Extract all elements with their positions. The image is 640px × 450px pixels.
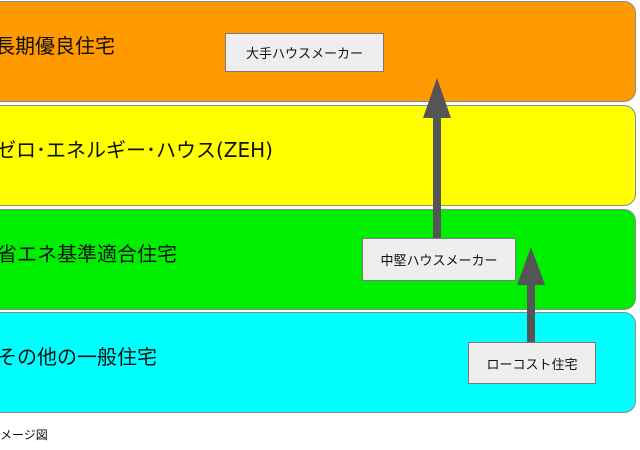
caption: メージ図 xyxy=(0,428,48,442)
arrow-head-mid xyxy=(517,247,545,285)
arrow-shaft-mid xyxy=(527,283,535,343)
box-major-house-maker: 大手ハウスメーカー xyxy=(225,33,384,72)
arrow-shaft-major xyxy=(433,118,441,244)
band-zeh: ゼロ･エネルギー･ハウス(ZEH) xyxy=(0,105,636,206)
band-label: 省エネ基準適合住宅 xyxy=(0,242,177,266)
band-label: ゼロ･エネルギー･ハウス(ZEH) xyxy=(0,138,273,162)
band-label: その他の一般住宅 xyxy=(0,345,157,369)
band-label: 長期優良住宅 xyxy=(0,34,115,58)
arrow-head-major xyxy=(423,78,451,118)
band-long-term-quality: 長期優良住宅 xyxy=(0,1,636,102)
box-mid-house-maker: 中堅ハウスメーカー xyxy=(362,238,516,281)
box-low-cost-housing: ローコスト住宅 xyxy=(468,342,596,384)
